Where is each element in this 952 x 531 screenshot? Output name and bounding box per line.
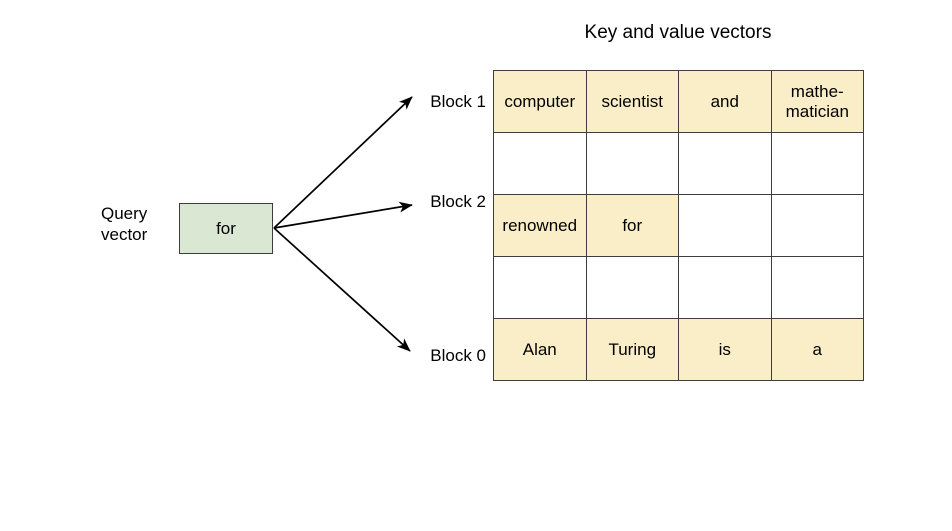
block-label-block-1: Block 1 [430, 92, 486, 111]
table-cell [678, 194, 772, 257]
table-cell [770, 194, 864, 257]
table-cell [493, 256, 587, 319]
table-cell: is [678, 318, 772, 381]
table-cell [770, 132, 864, 195]
table-cell: for [585, 194, 679, 257]
query-vector-label-line-1: Query [101, 204, 148, 223]
arrow-to-block-2 [273, 201, 413, 229]
query-vector-label: Query vector [101, 203, 175, 245]
table-cell: computer [493, 70, 587, 133]
table-row [493, 132, 864, 195]
arrow-to-block-0 [273, 227, 411, 352]
arrow-to-block-1 [273, 96, 413, 229]
table-cell: a [770, 318, 864, 381]
table-cell [585, 256, 679, 319]
query-vector-label-line-2: vector [101, 225, 148, 244]
table-cell: scientist [585, 70, 679, 133]
table-cell: renowned [493, 194, 587, 257]
query-vector-box[interactable]: for [179, 203, 273, 254]
query-vector-token: for [216, 218, 236, 238]
block-label-block-2: Block 2 [430, 192, 486, 211]
table-cell [678, 132, 772, 195]
table-cell: and [678, 70, 772, 133]
table-cell [678, 256, 772, 319]
table-row [493, 256, 864, 319]
block-label-block-0: Block 0 [430, 346, 486, 365]
table-cell: Turing [585, 318, 679, 381]
page-title: Key and value vectors [584, 22, 772, 43]
table-cell: Alan [493, 318, 587, 381]
table-cell [585, 132, 679, 195]
table-cell: mathe-matician [770, 70, 864, 133]
table-cell [493, 132, 587, 195]
table-cell [770, 256, 864, 319]
